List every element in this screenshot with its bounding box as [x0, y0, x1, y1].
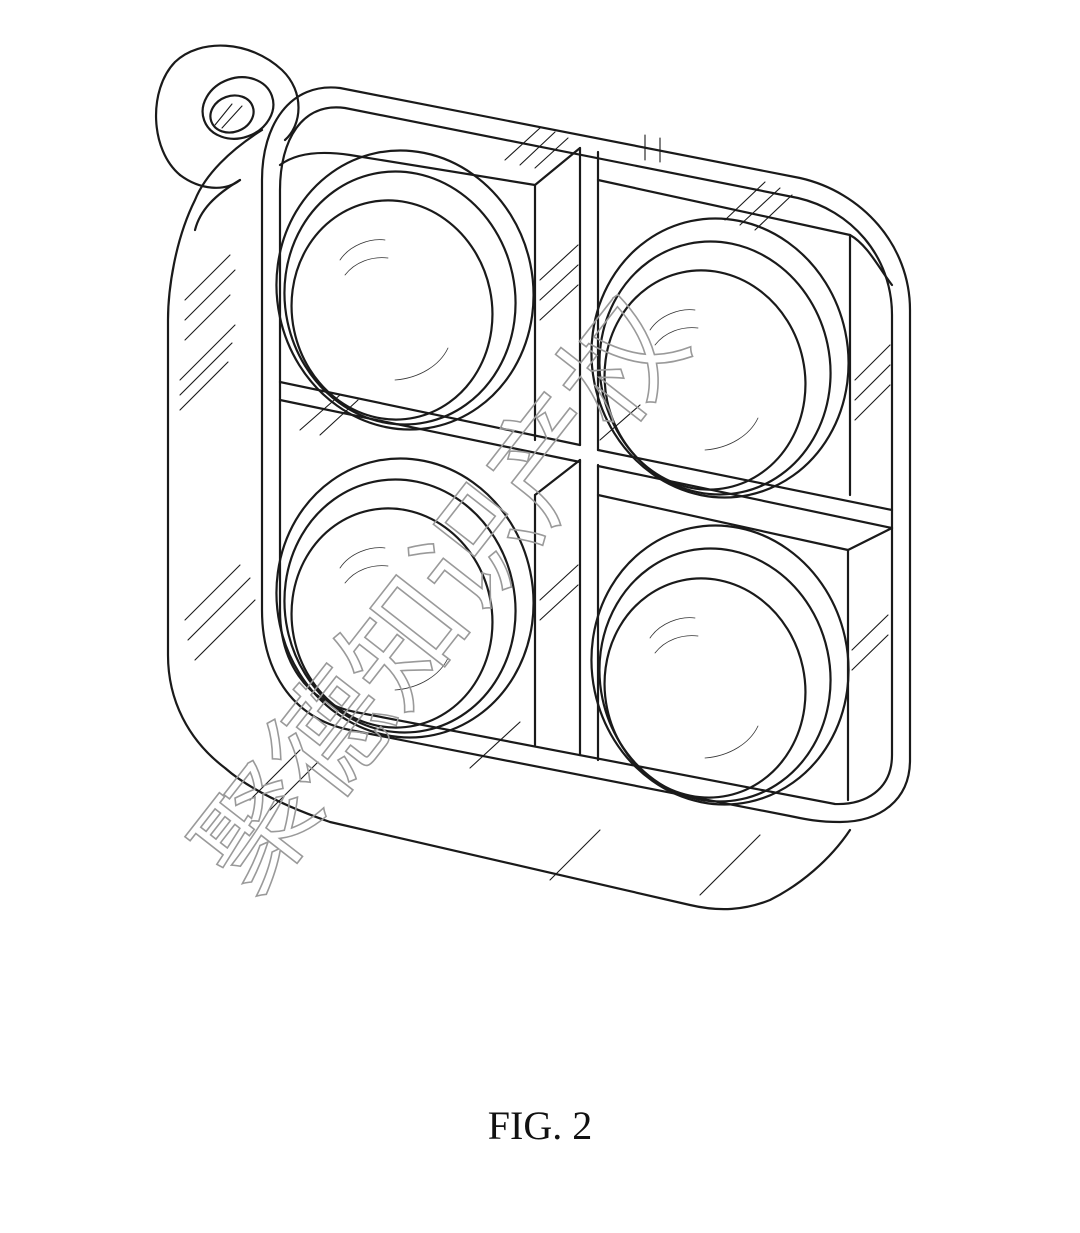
cup-top-right: [590, 217, 850, 499]
keyring-loop: [155, 44, 300, 189]
cup-bottom-right: [590, 524, 850, 806]
watermark-text: 聚德知识产权: [168, 274, 713, 917]
shading-hatch: [179, 127, 891, 896]
pendant-body: [166, 128, 852, 911]
top-face-rim: [260, 86, 912, 824]
figure-label: FIG. 2: [487, 1103, 593, 1148]
cup-bottom-left: [275, 457, 535, 739]
cell-walls: [278, 146, 894, 802]
cup-top-left: [275, 149, 535, 431]
